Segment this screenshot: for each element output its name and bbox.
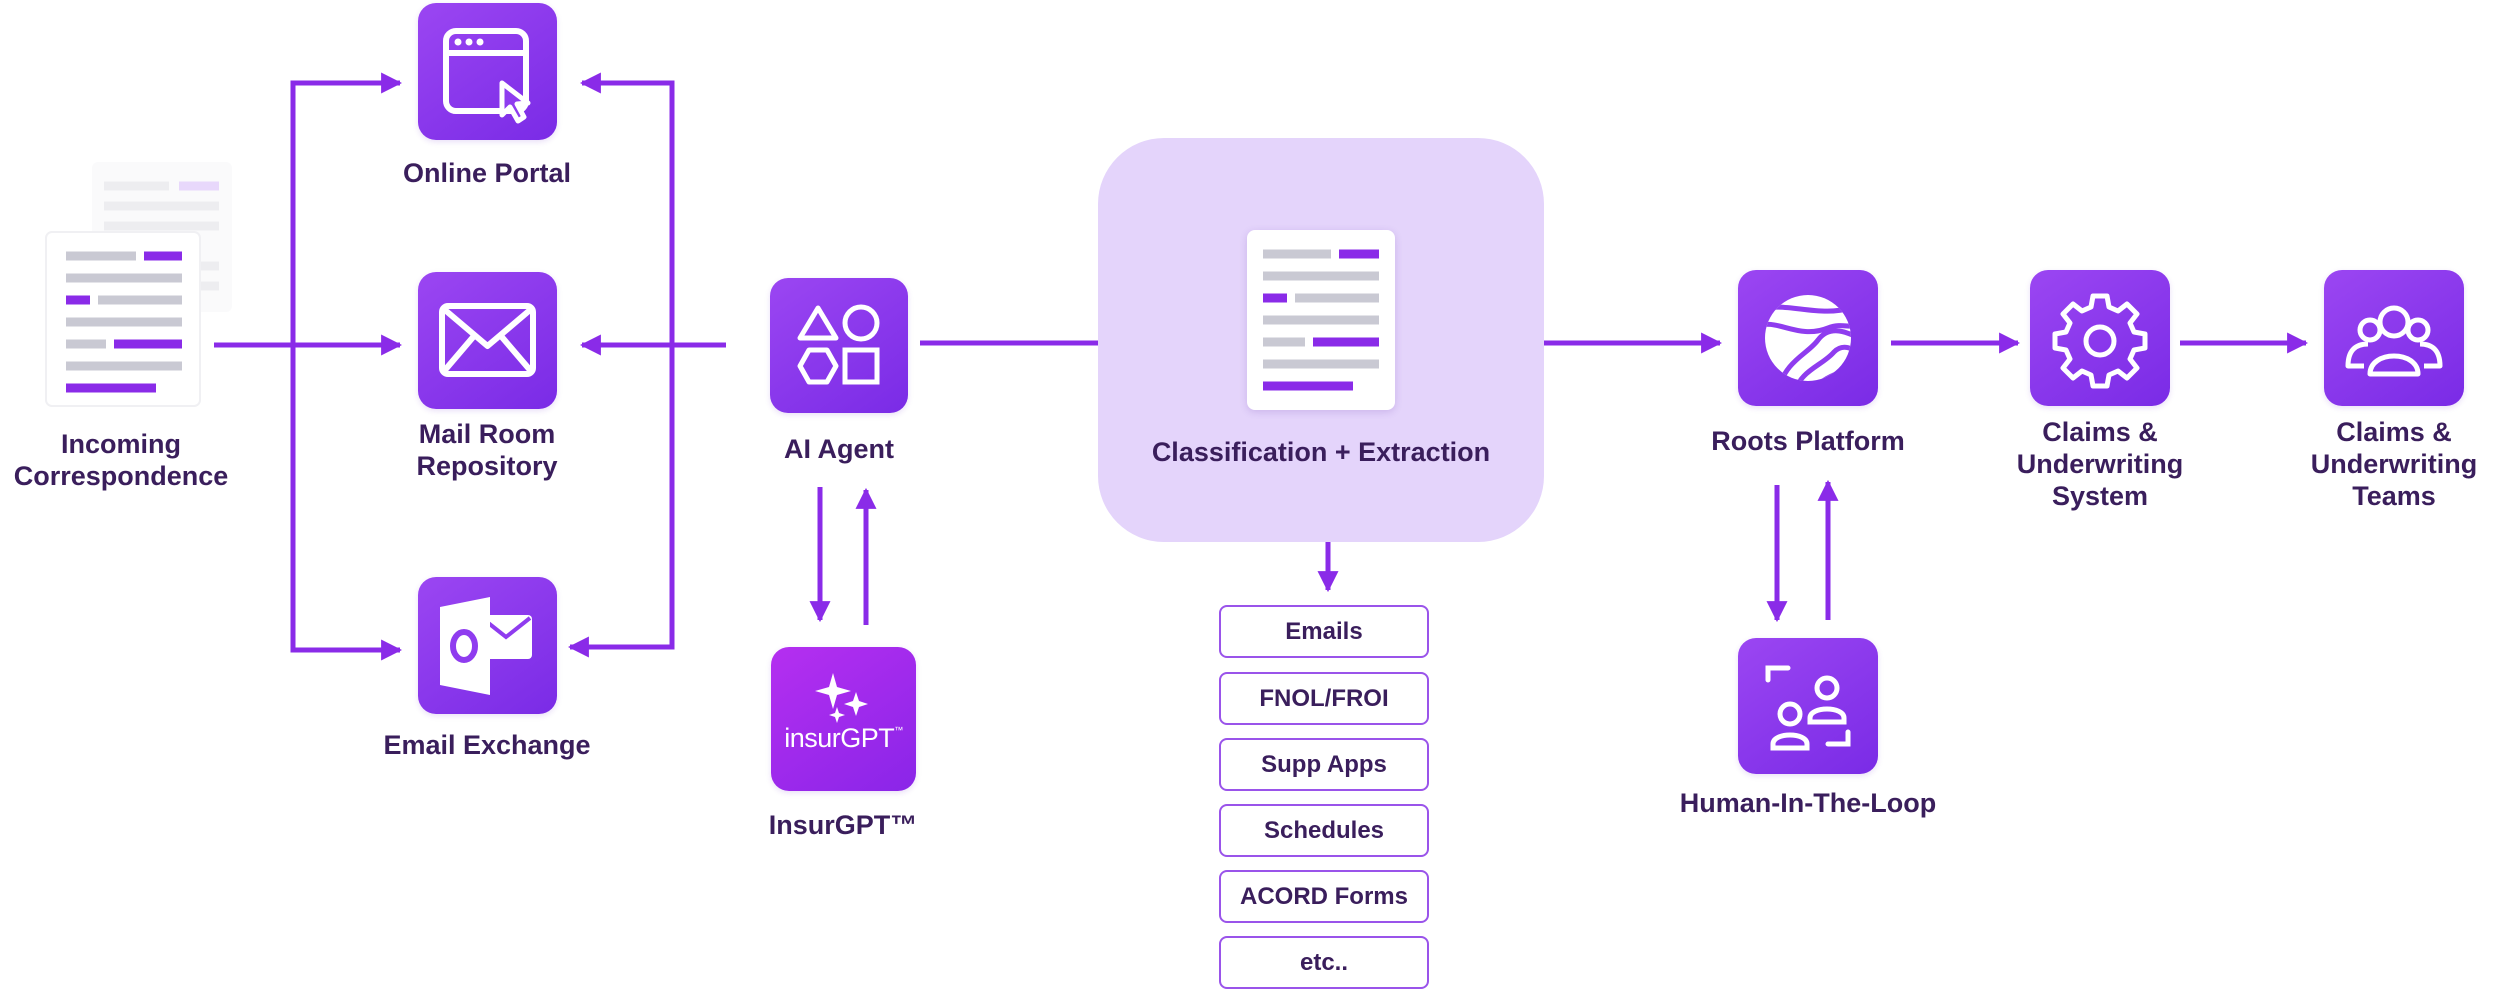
- roots-globe-icon: [1765, 295, 1851, 381]
- arrow-agent-to-exchange: [567, 345, 675, 658]
- insurgpt-label: InsurGPT™: [768, 810, 918, 840]
- doc-type-schedules: Schedules: [1219, 804, 1429, 857]
- classification-label: Classification + Extraction: [1151, 437, 1491, 467]
- hitl-label: Human-In-The-Loop: [1679, 788, 1937, 818]
- roots-platform-label: Roots Platform: [1711, 426, 1905, 456]
- ai-agent-tile: [770, 278, 908, 413]
- doc-type-supp-apps: Supp Apps: [1219, 738, 1429, 791]
- mail-room-tile: [418, 272, 557, 409]
- document-icon: [1263, 249, 1379, 391]
- insurgpt-tile: insurGPT™: [771, 647, 916, 791]
- doc-type-fnol-froi: FNOL/FROI: [1219, 672, 1429, 725]
- outlook-icon: [440, 597, 532, 695]
- mail-room-label: Mail Room Repository: [416, 419, 558, 481]
- doc-type-emails: Emails: [1219, 605, 1429, 658]
- roots-platform-tile: [1738, 270, 1878, 406]
- claims-teams-label: Claims & Underwriting Teams: [2310, 417, 2478, 511]
- arrow-incoming-to-exchange: [290, 345, 403, 661]
- hitl-tile: [1738, 638, 1878, 774]
- claims-system-tile: [2030, 270, 2170, 406]
- arrow-incoming-to-portal: [290, 72, 403, 345]
- online-portal-tile: [418, 3, 557, 140]
- envelope-icon: [439, 303, 536, 377]
- browser-cursor-icon: [443, 28, 531, 124]
- online-portal-label: Online Portal: [402, 158, 572, 188]
- email-exchange-label: Email Exchange: [383, 730, 591, 760]
- team-icon: [2345, 305, 2443, 377]
- email-exchange-tile: [418, 577, 557, 714]
- classification-document: [1247, 230, 1395, 410]
- sparkles-icon: [815, 673, 868, 723]
- claims-teams-tile: [2324, 270, 2464, 406]
- people-frame-icon: [1765, 665, 1851, 751]
- doc-type-acord-forms: ACORD Forms: [1219, 870, 1429, 923]
- doc-type-etc: etc..: [1219, 936, 1429, 989]
- shapes-icon: [797, 304, 880, 385]
- incoming-label: Incoming Correspondence: [13, 429, 229, 491]
- claims-system-label: Claims & Underwriting System: [2016, 417, 2184, 511]
- insurgpt-logo-text: insurGPT™: [784, 723, 903, 753]
- gear-icon: [2052, 293, 2148, 389]
- document-stack-icon: [45, 162, 232, 407]
- ai-agent-label: AI Agent: [784, 434, 894, 464]
- arrow-agent-to-portal: [579, 72, 675, 345]
